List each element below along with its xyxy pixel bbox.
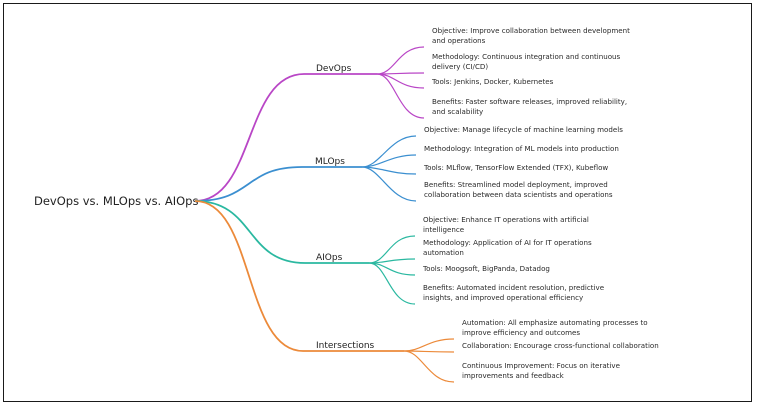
branch-aiops: AIOps Objective: Enhance IT operations wi… xyxy=(194,200,604,305)
branch-label-aiops: AIOps xyxy=(316,253,343,263)
branch-intersections: Intersections Automation: All emphasize a… xyxy=(194,200,659,383)
connector-aiops-leaf-3 xyxy=(368,262,416,305)
leaf-devops-1-line-1: delivery (CI/CD) xyxy=(432,62,488,71)
leaf-intersections-2-line-1: improvements and feedback xyxy=(462,371,565,380)
leaf-devops-3-line-1: and scalability xyxy=(432,107,483,116)
connector-root-aiops xyxy=(194,200,306,264)
leaf-aiops-3-line-0: Benefits: Automated incident resolution,… xyxy=(423,283,604,292)
leaf-devops-2-line-0: Tools: Jenkins, Docker, Kubernetes xyxy=(431,77,554,86)
branch-label-intersections: Intersections xyxy=(316,341,375,351)
connector-intersections-leaf-2 xyxy=(403,350,455,383)
connector-intersections-leaf-0 xyxy=(403,338,455,352)
connector-devops-leaf-0 xyxy=(376,46,425,75)
leaf-aiops-1-line-1: automation xyxy=(423,248,464,257)
leaf-devops-1-line-0: Methodology: Continuous integration and … xyxy=(432,52,621,61)
branch-label-devops: DevOps xyxy=(316,64,352,74)
root-label: DevOps vs. MLOps vs. AIOps xyxy=(34,194,198,208)
leaf-intersections-1-line-0: Collaboration: Encourage cross-functiona… xyxy=(462,341,659,350)
leaf-mlops-1-line-0: Methodology: Integration of ML models in… xyxy=(424,144,619,153)
leaf-intersections-2-line-0: Continuous Improvement: Focus on iterati… xyxy=(462,361,620,370)
leaf-devops-0-line-0: Objective: Improve collaboration between… xyxy=(432,26,630,35)
connector-mlops-leaf-3 xyxy=(361,166,417,202)
leaf-mlops-2-line-0: Tools: MLflow, TensorFlow Extended (TFX)… xyxy=(423,163,608,172)
leaf-aiops-1-line-0: Methodology: Application of AI for IT op… xyxy=(423,238,592,247)
leaf-aiops-2-line-0: Tools: Moogsoft, BigPanda, Datadog xyxy=(422,264,550,273)
connector-root-intersections xyxy=(194,200,304,352)
connector-mlops-leaf-0 xyxy=(361,135,417,168)
connector-mlops-leaf-2 xyxy=(361,166,417,175)
branch-label-mlops: MLOps xyxy=(315,157,345,167)
leaf-mlops-3-line-1: collaboration between data scientists an… xyxy=(424,190,613,199)
leaf-mlops-0-line-0: Objective: Manage lifecycle of machine l… xyxy=(424,125,623,134)
connector-devops-leaf-3 xyxy=(376,73,425,119)
leaf-aiops-0-line-0: Objective: Enhance IT operations with ar… xyxy=(423,215,589,224)
leaf-devops-0-line-1: and operations xyxy=(432,36,486,45)
leaf-aiops-0-line-1: intelligence xyxy=(423,225,464,234)
branch-devops: DevOps Objective: Improve collaboration b… xyxy=(194,26,630,202)
mindmap-frame xyxy=(3,3,752,402)
leaf-devops-3-line-0: Benefits: Faster software releases, impr… xyxy=(432,97,627,106)
connector-root-mlops xyxy=(194,166,303,202)
leaf-mlops-3-line-0: Benefits: Streamlined model deployment, … xyxy=(424,180,608,189)
branch-mlops: MLOps Objective: Manage lifecycle of mach… xyxy=(194,125,623,202)
connector-aiops-leaf-0 xyxy=(368,235,416,264)
leaf-intersections-0-line-0: Automation: All emphasize automating pro… xyxy=(462,318,648,327)
connector-intersections-leaf-1 xyxy=(403,350,455,353)
connector-root-devops xyxy=(194,73,305,202)
leaf-aiops-3-line-1: insights, and improved operational effic… xyxy=(423,293,583,302)
connector-devops-leaf-1 xyxy=(376,72,425,75)
leaf-intersections-0-line-1: improve efficiency and outcomes xyxy=(462,328,580,337)
